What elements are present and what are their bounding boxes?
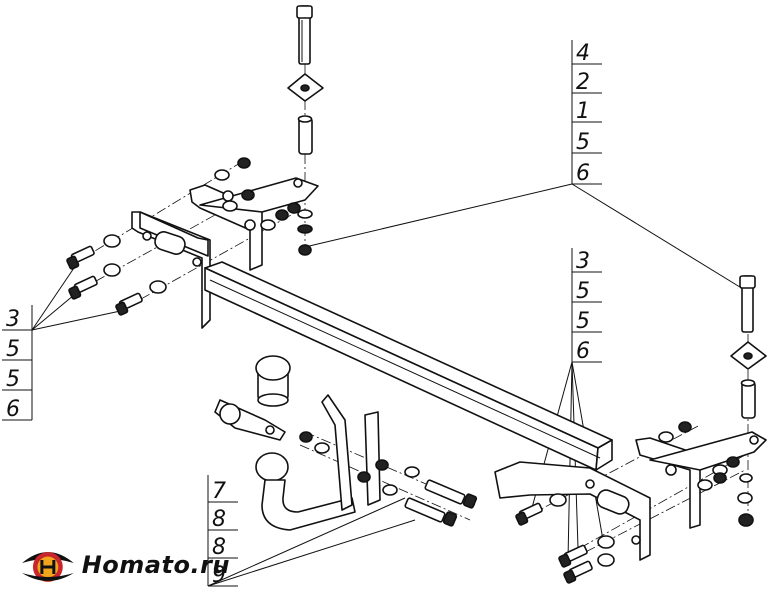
callout-label: 7 [212, 479, 226, 504]
right-side-plate [494, 461, 651, 561]
main-cross-beam [204, 261, 613, 471]
callout-label: 5 [6, 337, 20, 362]
callout-label: 5 [576, 309, 590, 334]
right-bolt-assembly [730, 275, 767, 527]
brand-logo[interactable]: Homato.ru [20, 543, 230, 587]
callout-label: 8 [212, 507, 226, 532]
logo-text: Homato.ru [81, 551, 230, 579]
callout-label: 6 [576, 339, 590, 364]
left-bolts [66, 234, 167, 316]
callout-label: 1 [576, 99, 590, 124]
callout-label: 2 [576, 70, 590, 95]
callout-label: 5 [576, 130, 590, 155]
callout-label: 5 [576, 279, 590, 304]
callout-label: 6 [6, 397, 20, 422]
callout-top-right: 4 2 1 5 6 [571, 40, 602, 186]
callout-label: 6 [576, 161, 590, 186]
callout-middle-right: 3 5 5 6 [571, 248, 602, 364]
logo-mark-icon [21, 552, 74, 582]
callout-left: 3 5 5 6 [2, 305, 33, 422]
tow-neck [255, 394, 420, 531]
callout-label: 3 [576, 249, 590, 274]
callout-label: 8 [212, 535, 226, 560]
left-side-plate [131, 211, 211, 329]
neck-bolts [404, 479, 478, 527]
top-bolt-assembly [287, 5, 324, 256]
tow-ball [214, 355, 291, 441]
right-lower-bolts [515, 493, 615, 584]
callout-label: 5 [6, 367, 20, 392]
callout-label: 3 [6, 307, 20, 332]
left-upper-bracket [189, 157, 319, 271]
callout-bottom-left: 7 8 8 9 [207, 475, 238, 588]
callout-label: 9 [212, 563, 226, 588]
callout-label: 4 [576, 41, 590, 66]
right-upper-bracket [635, 421, 767, 529]
